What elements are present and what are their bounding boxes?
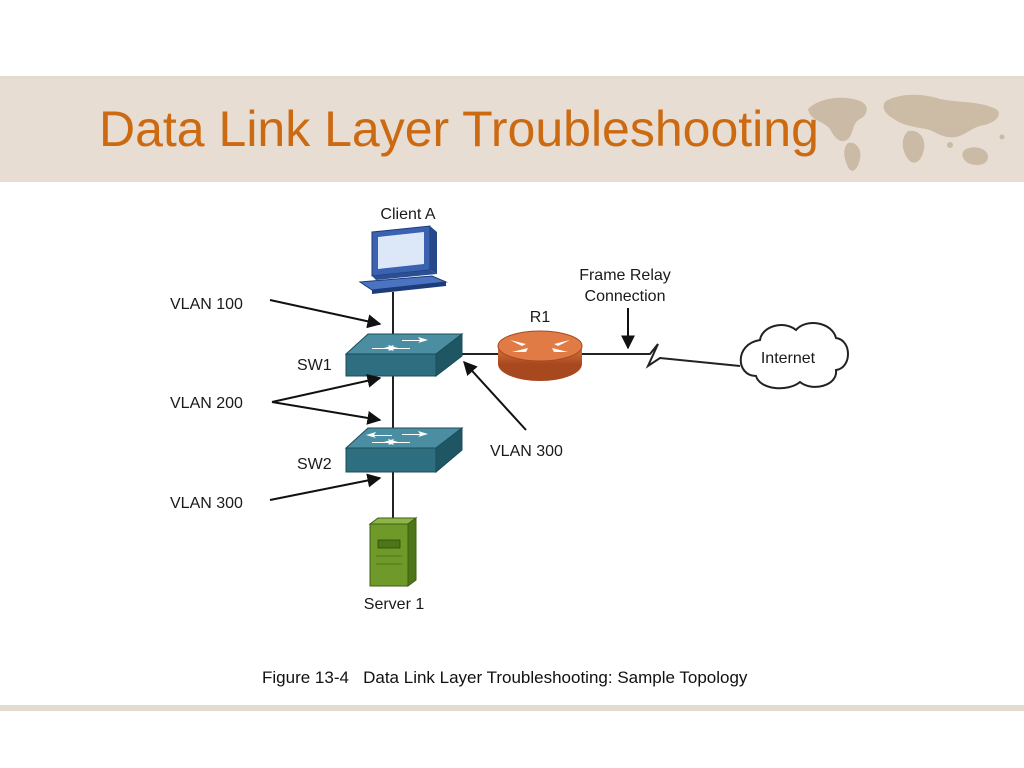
arrow-vlan300-router (463, 360, 527, 431)
bottom-divider (0, 705, 1024, 711)
label-vlan-300-server: VLAN 300 (170, 495, 243, 512)
arrow-vlan200-b (271, 401, 382, 425)
label-connection: Connection (585, 288, 666, 305)
figure-caption: Figure 13-4 Data Link Layer Troubleshoot… (262, 668, 748, 687)
world-map-icon (808, 94, 1005, 171)
label-vlan-100: VLAN 100 (170, 296, 243, 313)
label-internet: Internet (761, 350, 816, 367)
sw2-switch-icon (344, 426, 464, 474)
title-band (0, 79, 1024, 182)
arrow-vlan200-a (271, 373, 382, 403)
arrow-vlan300-server (269, 473, 382, 501)
label-client-a: Client A (380, 206, 435, 223)
label-sw2: SW2 (297, 456, 332, 473)
frame-relay-link (582, 343, 741, 369)
label-sw1: SW1 (297, 357, 332, 374)
internet-cloud-icon (739, 322, 849, 390)
top-divider (0, 76, 1024, 79)
slide-title: Data Link Layer Troubleshooting (99, 101, 819, 157)
client-computer-icon (358, 225, 448, 294)
sw1-switch-icon (100, 332, 464, 378)
label-r1: R1 (530, 309, 551, 326)
label-vlan-300-router: VLAN 300 (490, 443, 563, 460)
server-icon (368, 517, 418, 587)
label-server-1: Server 1 (364, 596, 425, 613)
arrow-vlan100 (269, 299, 382, 329)
label-vlan-200: VLAN 200 (170, 395, 243, 412)
label-frame-relay: Frame Relay (579, 267, 671, 284)
r1-router-icon (497, 330, 583, 381)
